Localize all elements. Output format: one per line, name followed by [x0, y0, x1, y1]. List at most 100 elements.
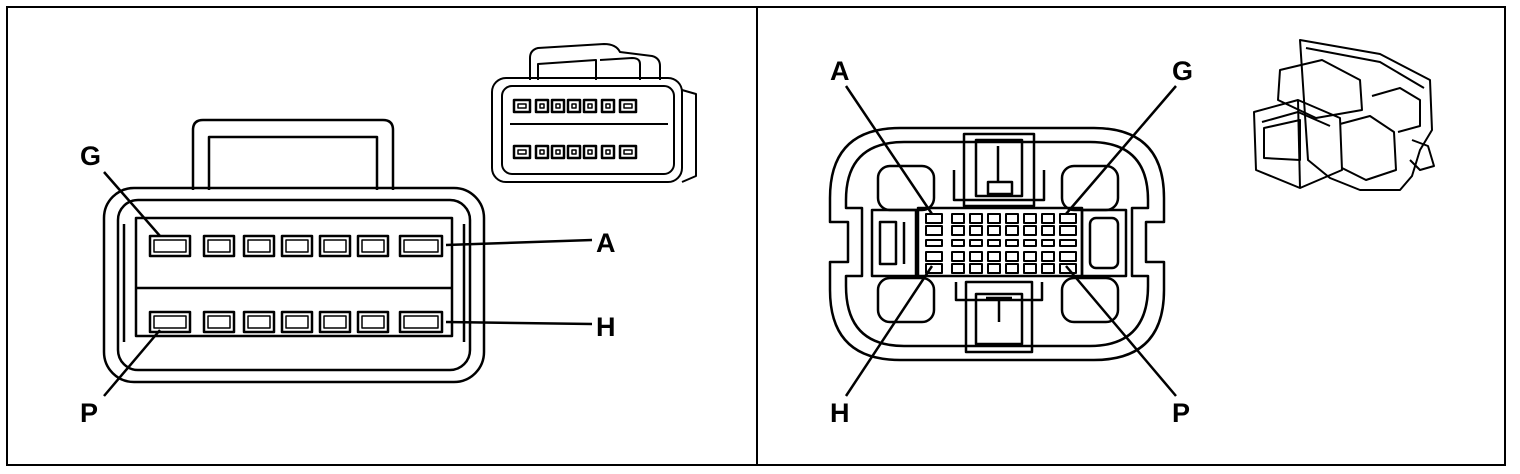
cavity	[1041, 225, 1055, 236]
cavity	[925, 213, 943, 224]
iso-top-cavity-row	[512, 98, 638, 114]
diagram-frame	[6, 6, 1506, 466]
iso-cavity-inner	[555, 103, 561, 109]
cavity-inner	[153, 315, 187, 329]
cavity	[969, 251, 983, 262]
cavity	[1041, 213, 1055, 224]
pin-label-h-right: H	[830, 398, 850, 428]
cavity	[318, 310, 352, 334]
iso-cavity-inner	[623, 103, 633, 109]
cavity	[951, 213, 965, 224]
cavity	[148, 234, 192, 258]
iso-cavity-inner	[517, 103, 527, 109]
leader-line-h-right	[844, 265, 934, 397]
cavity	[1059, 225, 1077, 236]
cavity-inner	[323, 239, 347, 253]
iso-cavity-inner	[539, 103, 545, 109]
iso-cavity-inner	[571, 149, 577, 155]
cavity	[398, 310, 444, 334]
cavity	[148, 310, 192, 334]
iso-cavity-inner	[587, 103, 593, 109]
iso-cavity-inner	[605, 149, 611, 155]
iso-cavity-inner	[623, 149, 633, 155]
cavity	[1005, 239, 1019, 247]
cavity-inner	[247, 239, 271, 253]
iso-cavity	[512, 98, 532, 114]
cavity	[987, 239, 1001, 247]
iso-cavity	[534, 98, 550, 114]
leader-line-g	[103, 171, 161, 237]
cavity	[987, 263, 1001, 274]
iso-cavity	[512, 144, 532, 160]
cavity	[202, 310, 236, 334]
cavity	[1023, 251, 1037, 262]
cavity	[280, 234, 314, 258]
right-connector-iso-view	[1253, 39, 1435, 191]
cavity	[398, 234, 444, 258]
iso-cavity-inner	[517, 149, 527, 155]
iso-cavity	[600, 98, 616, 114]
cavity	[1041, 263, 1055, 274]
cavity	[951, 251, 965, 262]
leader-line-a-right	[844, 85, 934, 215]
iso-cavity	[582, 144, 598, 160]
cavity	[1023, 239, 1037, 247]
iso-cavity-inner	[571, 103, 577, 109]
cavity	[1005, 213, 1019, 224]
iso-cavity	[566, 144, 582, 160]
cavity	[925, 225, 943, 236]
leader-line-g-right	[1065, 85, 1177, 215]
pin-label-p-right: P	[1172, 398, 1191, 428]
cavity	[1023, 225, 1037, 236]
left-connector-face	[102, 118, 486, 384]
cavity	[356, 234, 390, 258]
cavity	[925, 263, 943, 274]
right-cavity-grid	[925, 213, 1077, 274]
pin-label-p: P	[80, 398, 99, 428]
pin-label-a: A	[596, 228, 616, 258]
cavity	[987, 213, 1001, 224]
cavity	[951, 239, 965, 247]
iso-cavity	[600, 144, 616, 160]
iso-cavity-inner	[539, 149, 545, 155]
iso-cavity-inner	[555, 149, 561, 155]
cavity-inner	[323, 315, 347, 329]
cavity-inner	[403, 315, 439, 329]
cavity-inner	[285, 239, 309, 253]
left-connector-iso-view	[491, 43, 697, 183]
iso-bottom-cavity-row	[512, 144, 638, 160]
cavity	[925, 251, 943, 262]
cavity-inner	[403, 239, 439, 253]
iso-cavity-inner	[587, 149, 593, 155]
cavity-inner	[207, 315, 231, 329]
iso-cavity-inner	[605, 103, 611, 109]
iso-cavity	[566, 98, 582, 114]
cavity	[951, 263, 965, 274]
cavity-inner	[361, 239, 385, 253]
pin-label-a-right: A	[830, 56, 850, 86]
left-bottom-cavity-row	[148, 310, 444, 334]
leader-line-p	[103, 329, 161, 397]
cavity-inner	[207, 239, 231, 253]
cavity	[1023, 263, 1037, 274]
pin-label-g-right: G	[1172, 56, 1194, 86]
cavity-inner	[285, 315, 309, 329]
cavity	[969, 213, 983, 224]
iso-cavity	[550, 144, 566, 160]
cavity	[969, 239, 983, 247]
cavity	[1059, 263, 1077, 274]
cavity	[1059, 213, 1077, 224]
cavity	[1041, 251, 1055, 262]
cavity	[356, 310, 390, 334]
leader-line-h	[445, 320, 593, 326]
cavity	[1041, 239, 1055, 247]
pin-label-g: G	[80, 141, 102, 171]
iso-cavity	[582, 98, 598, 114]
cavity	[280, 310, 314, 334]
cavity	[242, 310, 276, 334]
cavity	[1059, 239, 1077, 247]
pin-label-h: H	[596, 312, 616, 342]
leader-line-a	[445, 238, 593, 247]
cavity	[969, 263, 983, 274]
